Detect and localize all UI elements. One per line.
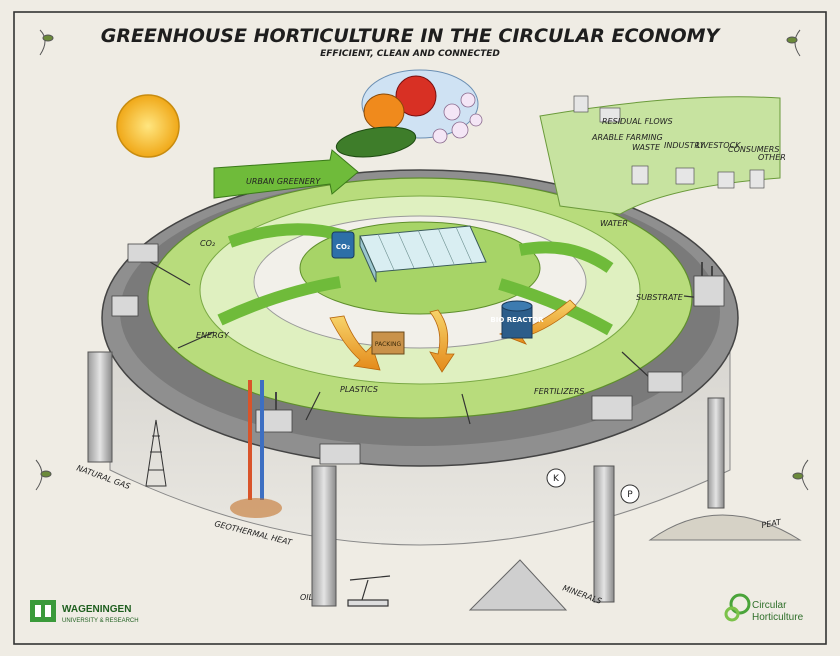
produce-illustration <box>335 69 483 158</box>
wur-name: WAGENINGEN <box>62 604 131 615</box>
mineral-k-badge <box>546 468 566 488</box>
oil-pump-icon <box>347 575 391 607</box>
sun-icon <box>116 94 180 158</box>
ring-dividers <box>149 261 721 425</box>
ring-label-co2: CO₂ <box>200 239 216 248</box>
ring-label-plastics: PLASTICS <box>340 385 378 394</box>
resource-oil: OIL <box>300 593 313 602</box>
ch-line2: Horticulture <box>752 612 804 623</box>
sector-urban-greenery: URBAN GREENERY <box>246 177 321 186</box>
mineral-k-label: K <box>553 474 560 484</box>
bio-reactor-label: BIO REACTOR <box>490 316 544 324</box>
geothermal-reservoir <box>230 498 282 518</box>
sector-consumers: CONSUMERS <box>728 145 779 154</box>
frame-border <box>13 11 827 645</box>
resource-peat: PEAT <box>761 517 783 529</box>
packing-label: PACKING <box>375 341 402 348</box>
peat-pile <box>648 514 802 541</box>
mineral-p-label: P <box>627 490 633 500</box>
circular-horticulture-logo: Circular Horticulture <box>724 593 804 623</box>
residual-flows-buildings <box>573 95 765 189</box>
co2-tank-icon: CO₂ <box>331 231 355 259</box>
residual-flows-panel <box>539 96 781 215</box>
flow-arrow-fertilizer <box>498 278 613 336</box>
ring-label-water: WATER <box>600 219 628 228</box>
gas-derrick-icon <box>145 419 167 487</box>
industry-buildings <box>111 243 725 465</box>
pipe-peat <box>707 397 725 509</box>
pipe-minerals <box>593 465 615 603</box>
sector-other: OTHER <box>758 153 786 162</box>
wageningen-logo: WAGENINGEN UNIVERSITY & RESEARCH <box>30 600 139 624</box>
ring-label-energy: ENERGY <box>196 331 230 340</box>
sector-arable-farming: ARABLE FARMING <box>591 133 663 142</box>
flow-arrow-energy <box>217 276 341 326</box>
page-subtitle: EFFICIENT, CLEAN AND CONNECTED <box>320 49 500 59</box>
flow-arrow-top <box>213 149 359 199</box>
ch-line1: Circular <box>752 600 787 611</box>
packing-box-icon: PACKING <box>371 331 405 355</box>
ring-label-fertilizers: FERTILIZERS <box>534 387 584 396</box>
mineral-pile <box>468 559 568 611</box>
wur-subtitle: UNIVERSITY & RESEARCH <box>62 618 139 624</box>
greenhouse-icon <box>359 225 487 283</box>
pipe-natural-gas <box>87 351 113 463</box>
sector-industry: INDUSTRY <box>664 141 706 150</box>
bio-reactor-icon: BIO REACTOR <box>490 300 544 339</box>
corner-vines <box>35 29 809 491</box>
pipe-oil <box>311 465 337 607</box>
mineral-p-badge <box>620 484 640 504</box>
page-title: GREENHOUSE HORTICULTURE IN THE CIRCULAR … <box>101 25 722 47</box>
orange-arrow-left <box>329 315 381 371</box>
sector-residual-flows: RESIDUAL FLOWS <box>602 117 673 126</box>
sector-waste: WASTE <box>632 143 661 152</box>
ring-label-substrate: SUBSTRATE <box>636 293 684 302</box>
orange-arrow-center <box>429 309 455 373</box>
co2-tank-label: CO₂ <box>336 243 350 251</box>
flow-arrow-substrate <box>518 241 614 273</box>
sector-livestock: LIVESTOCK <box>696 141 741 150</box>
